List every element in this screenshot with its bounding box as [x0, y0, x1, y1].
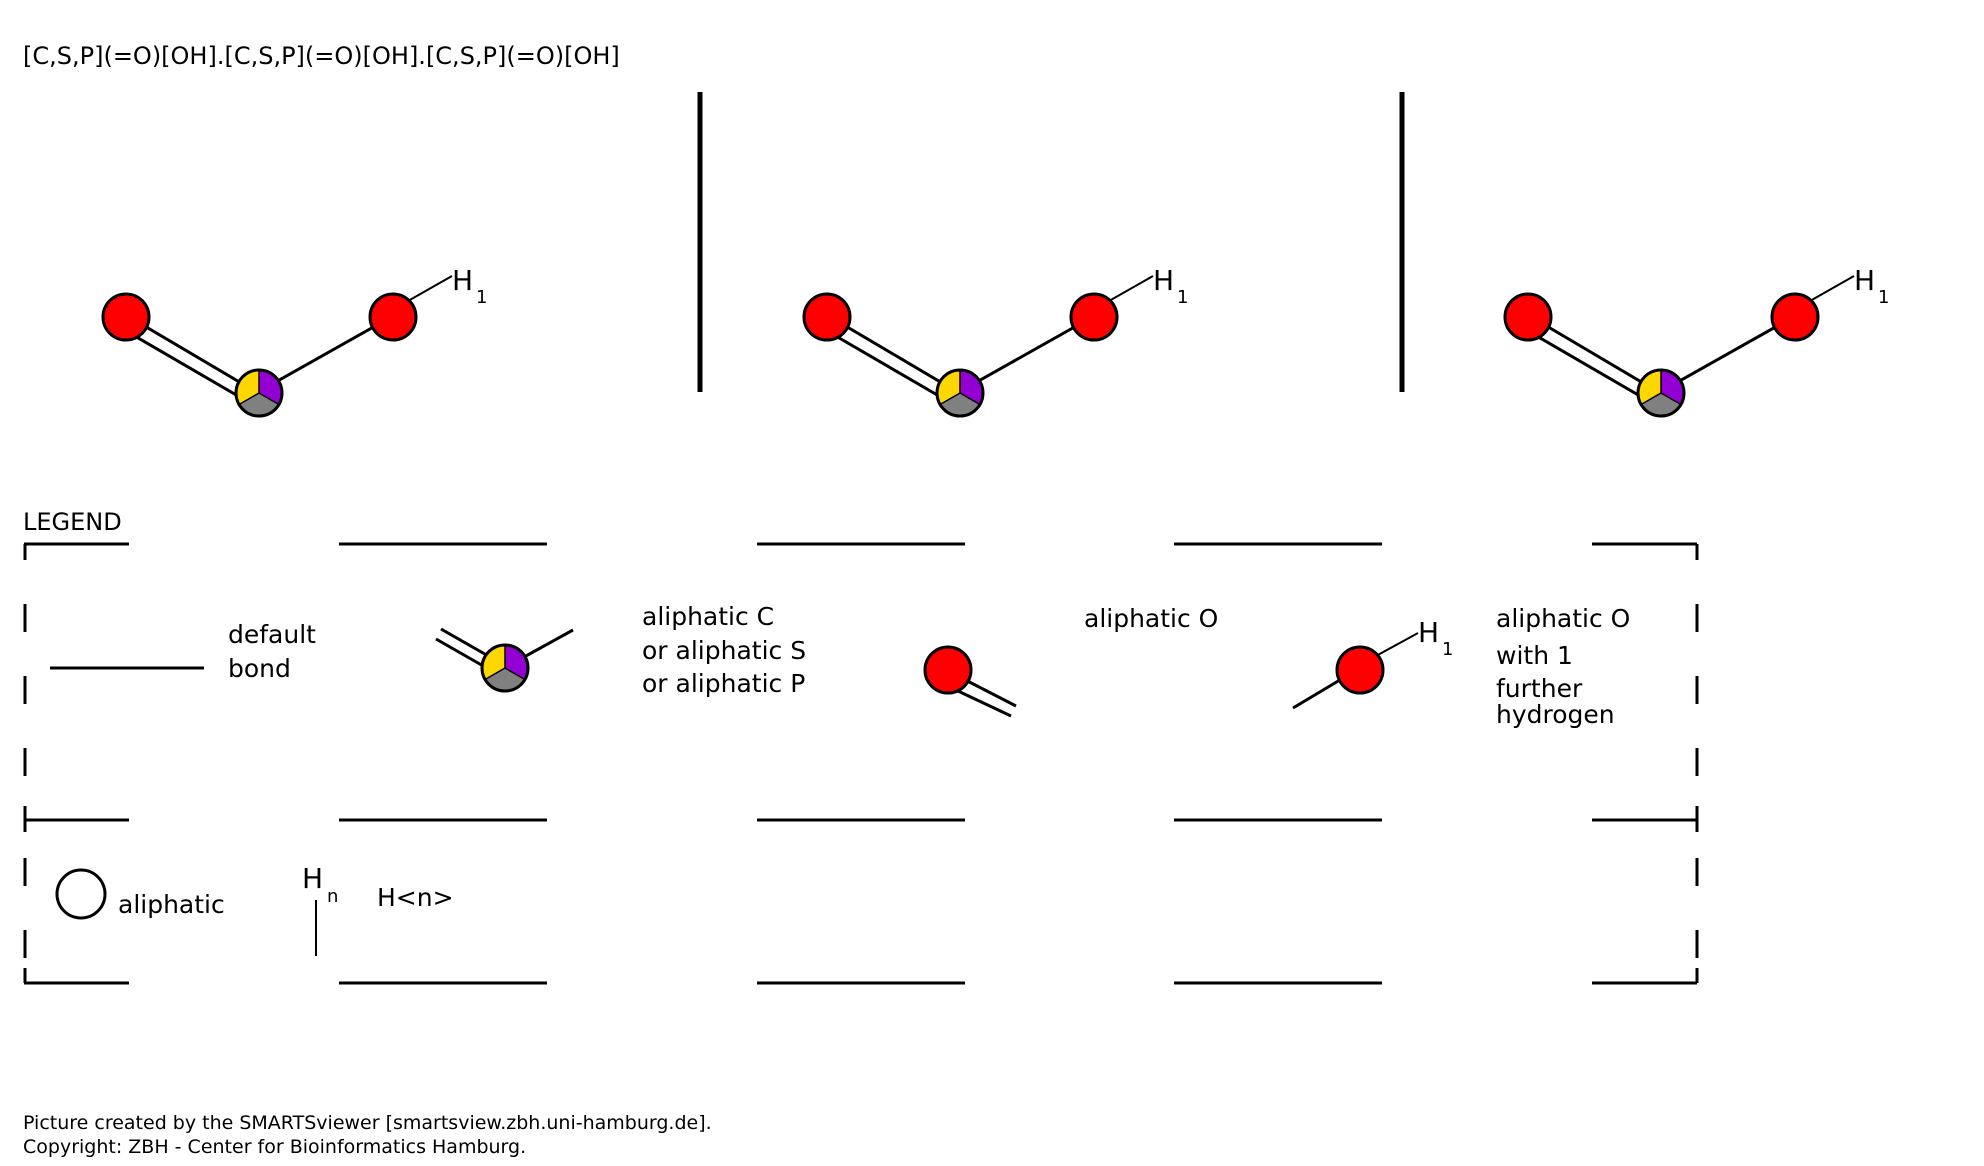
- csp-atom: [1636, 368, 1686, 418]
- fragment-3: H 1: [1503, 264, 1889, 418]
- hydrogen-label: H: [1153, 264, 1174, 297]
- hydrogen-label: H: [452, 264, 473, 297]
- legend-title: LEGEND: [23, 508, 122, 536]
- h-bond: [407, 275, 453, 302]
- csp-atom: [935, 368, 985, 418]
- legend-default-bond-label: default: [228, 620, 316, 649]
- double-bond: [1527, 313, 1661, 395]
- legend-oh-label: aliphatic O: [1496, 604, 1630, 633]
- legend-oh-label: with 1: [1496, 641, 1573, 670]
- legend-hn-label: H: [302, 862, 323, 895]
- hydroxyl-oxygen-atom: [1770, 292, 1820, 342]
- legend-oh-atom: [1292, 632, 1419, 710]
- footer-credit: Picture created by the SMARTSviewer [sma…: [23, 1112, 712, 1134]
- legend-csp-label: or aliphatic P: [642, 669, 805, 698]
- legend-csp-label: or aliphatic S: [642, 636, 806, 665]
- legend-aliphatic-label: aliphatic: [118, 890, 225, 919]
- legend-csp-label: aliphatic C: [642, 602, 774, 631]
- h-bond: [1108, 275, 1154, 302]
- h-bond: [1809, 275, 1855, 302]
- oxygen-atom: [1503, 292, 1553, 342]
- fragment-1: H 1: [101, 264, 487, 418]
- single-bond: [958, 314, 1095, 394]
- hydrogen-count: 1: [476, 287, 487, 308]
- legend-hn-sub: n: [327, 886, 338, 907]
- legend-csp-atom: [435, 627, 574, 693]
- legend-o-label: aliphatic O: [1084, 604, 1218, 633]
- csp-atom: [234, 368, 284, 418]
- legend-oh-label: further: [1496, 674, 1583, 703]
- legend-oh-h-label: H: [1418, 616, 1439, 649]
- smarts-string: [C,S,P](=O)[OH].[C,S,P](=O)[OH].[C,S,P](…: [23, 42, 620, 70]
- hydroxyl-oxygen-atom: [368, 292, 418, 342]
- hydrogen-count: 1: [1177, 287, 1188, 308]
- legend-oh-h-count: 1: [1442, 639, 1453, 660]
- legend-oh-label: hydrogen: [1496, 700, 1615, 729]
- oxygen-atom: [101, 292, 151, 342]
- fragment-2: H 1: [802, 264, 1188, 418]
- legend-o-atom: [923, 645, 1017, 718]
- legend-hn-text: H<n>: [377, 883, 454, 912]
- oxygen-atom: [802, 292, 852, 342]
- footer-copyright: Copyright: ZBH - Center for Bioinformati…: [23, 1136, 526, 1158]
- legend-aliphatic-circle: [55, 868, 107, 920]
- hydrogen-label: H: [1854, 264, 1875, 297]
- hydrogen-count: 1: [1878, 287, 1889, 308]
- single-bond: [1659, 314, 1796, 394]
- legend-default-bond-label: bond: [228, 654, 291, 683]
- double-bond: [125, 313, 259, 395]
- double-bond: [826, 313, 960, 395]
- legend-frame: [23, 542, 1699, 985]
- hydroxyl-oxygen-atom: [1069, 292, 1119, 342]
- single-bond: [257, 314, 394, 394]
